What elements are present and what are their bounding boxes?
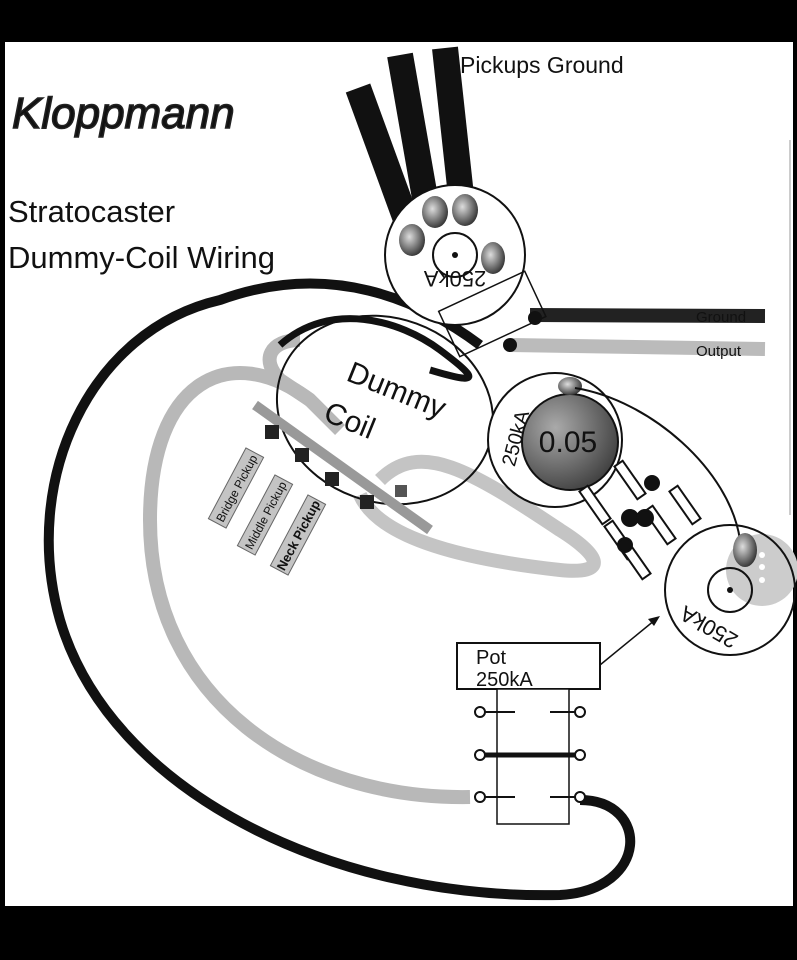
title-line-2: Dummy-Coil Wiring bbox=[8, 240, 275, 275]
switch-lugs bbox=[578, 459, 702, 581]
svg-text:250kA: 250kA bbox=[476, 669, 533, 691]
ground-wire bbox=[529, 308, 766, 323]
svg-text:Kloppmann: Kloppmann bbox=[12, 89, 235, 138]
output-wire bbox=[509, 338, 766, 356]
kloppmann-logo: Kloppmann bbox=[11, 88, 235, 139]
pickups-ground-label: Pickups Ground bbox=[460, 52, 624, 78]
title-line-1: Stratocaster bbox=[8, 194, 175, 229]
black-wire-loop bbox=[43, 278, 636, 901]
pot-legend-box: Pot 250kA bbox=[456, 616, 660, 825]
gray-wire-outer bbox=[142, 366, 471, 805]
gray-wire-inner bbox=[353, 454, 601, 578]
pot-tone: 0.05 250kA bbox=[487, 372, 741, 541]
svg-text:Pot: Pot bbox=[476, 647, 506, 669]
pot-top-label: 250kA bbox=[423, 266, 486, 291]
five-way-switch bbox=[252, 400, 433, 535]
pot-volume: 250kA bbox=[384, 184, 547, 358]
output-label: Output bbox=[696, 343, 742, 360]
capacitor-label: 0.05 bbox=[539, 426, 597, 459]
pickup-ground-wires bbox=[345, 46, 475, 230]
dummy-black-wire bbox=[277, 315, 473, 382]
ground-label: Ground bbox=[696, 309, 746, 326]
